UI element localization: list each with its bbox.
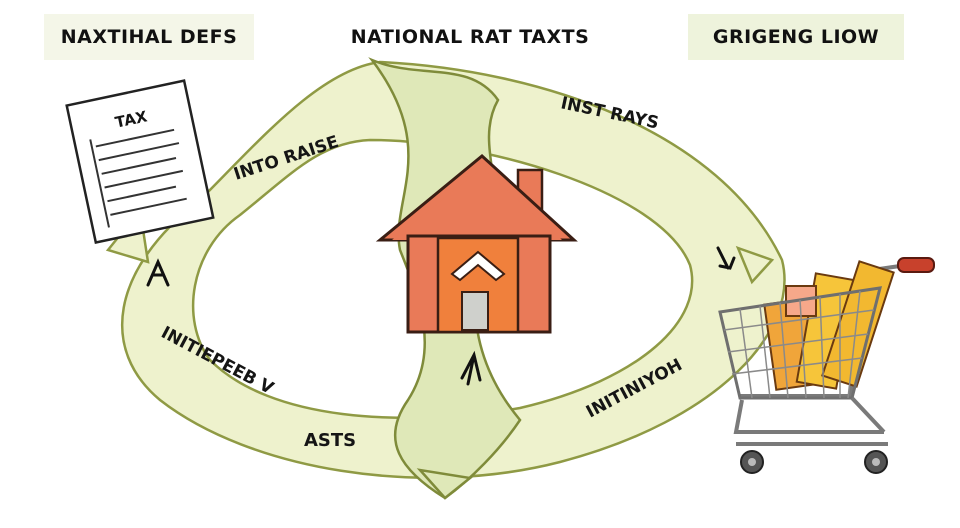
header-center: NATIONAL RAT TAXTS xyxy=(330,14,610,60)
label-bottom-left-2: ASTS xyxy=(304,430,356,451)
header-left: NAXTIHAL DEFS xyxy=(44,14,254,60)
arrow-up-icon xyxy=(460,350,482,386)
arrow-left-icon xyxy=(146,258,170,287)
arrow-right-icon xyxy=(716,246,736,270)
arrow-marks xyxy=(146,246,736,386)
house-icon xyxy=(375,154,578,334)
shopping-cart-icon xyxy=(718,257,935,474)
tax-form-icon: TAX xyxy=(65,79,215,245)
header-right: GRIGENG LIOW xyxy=(688,14,904,60)
